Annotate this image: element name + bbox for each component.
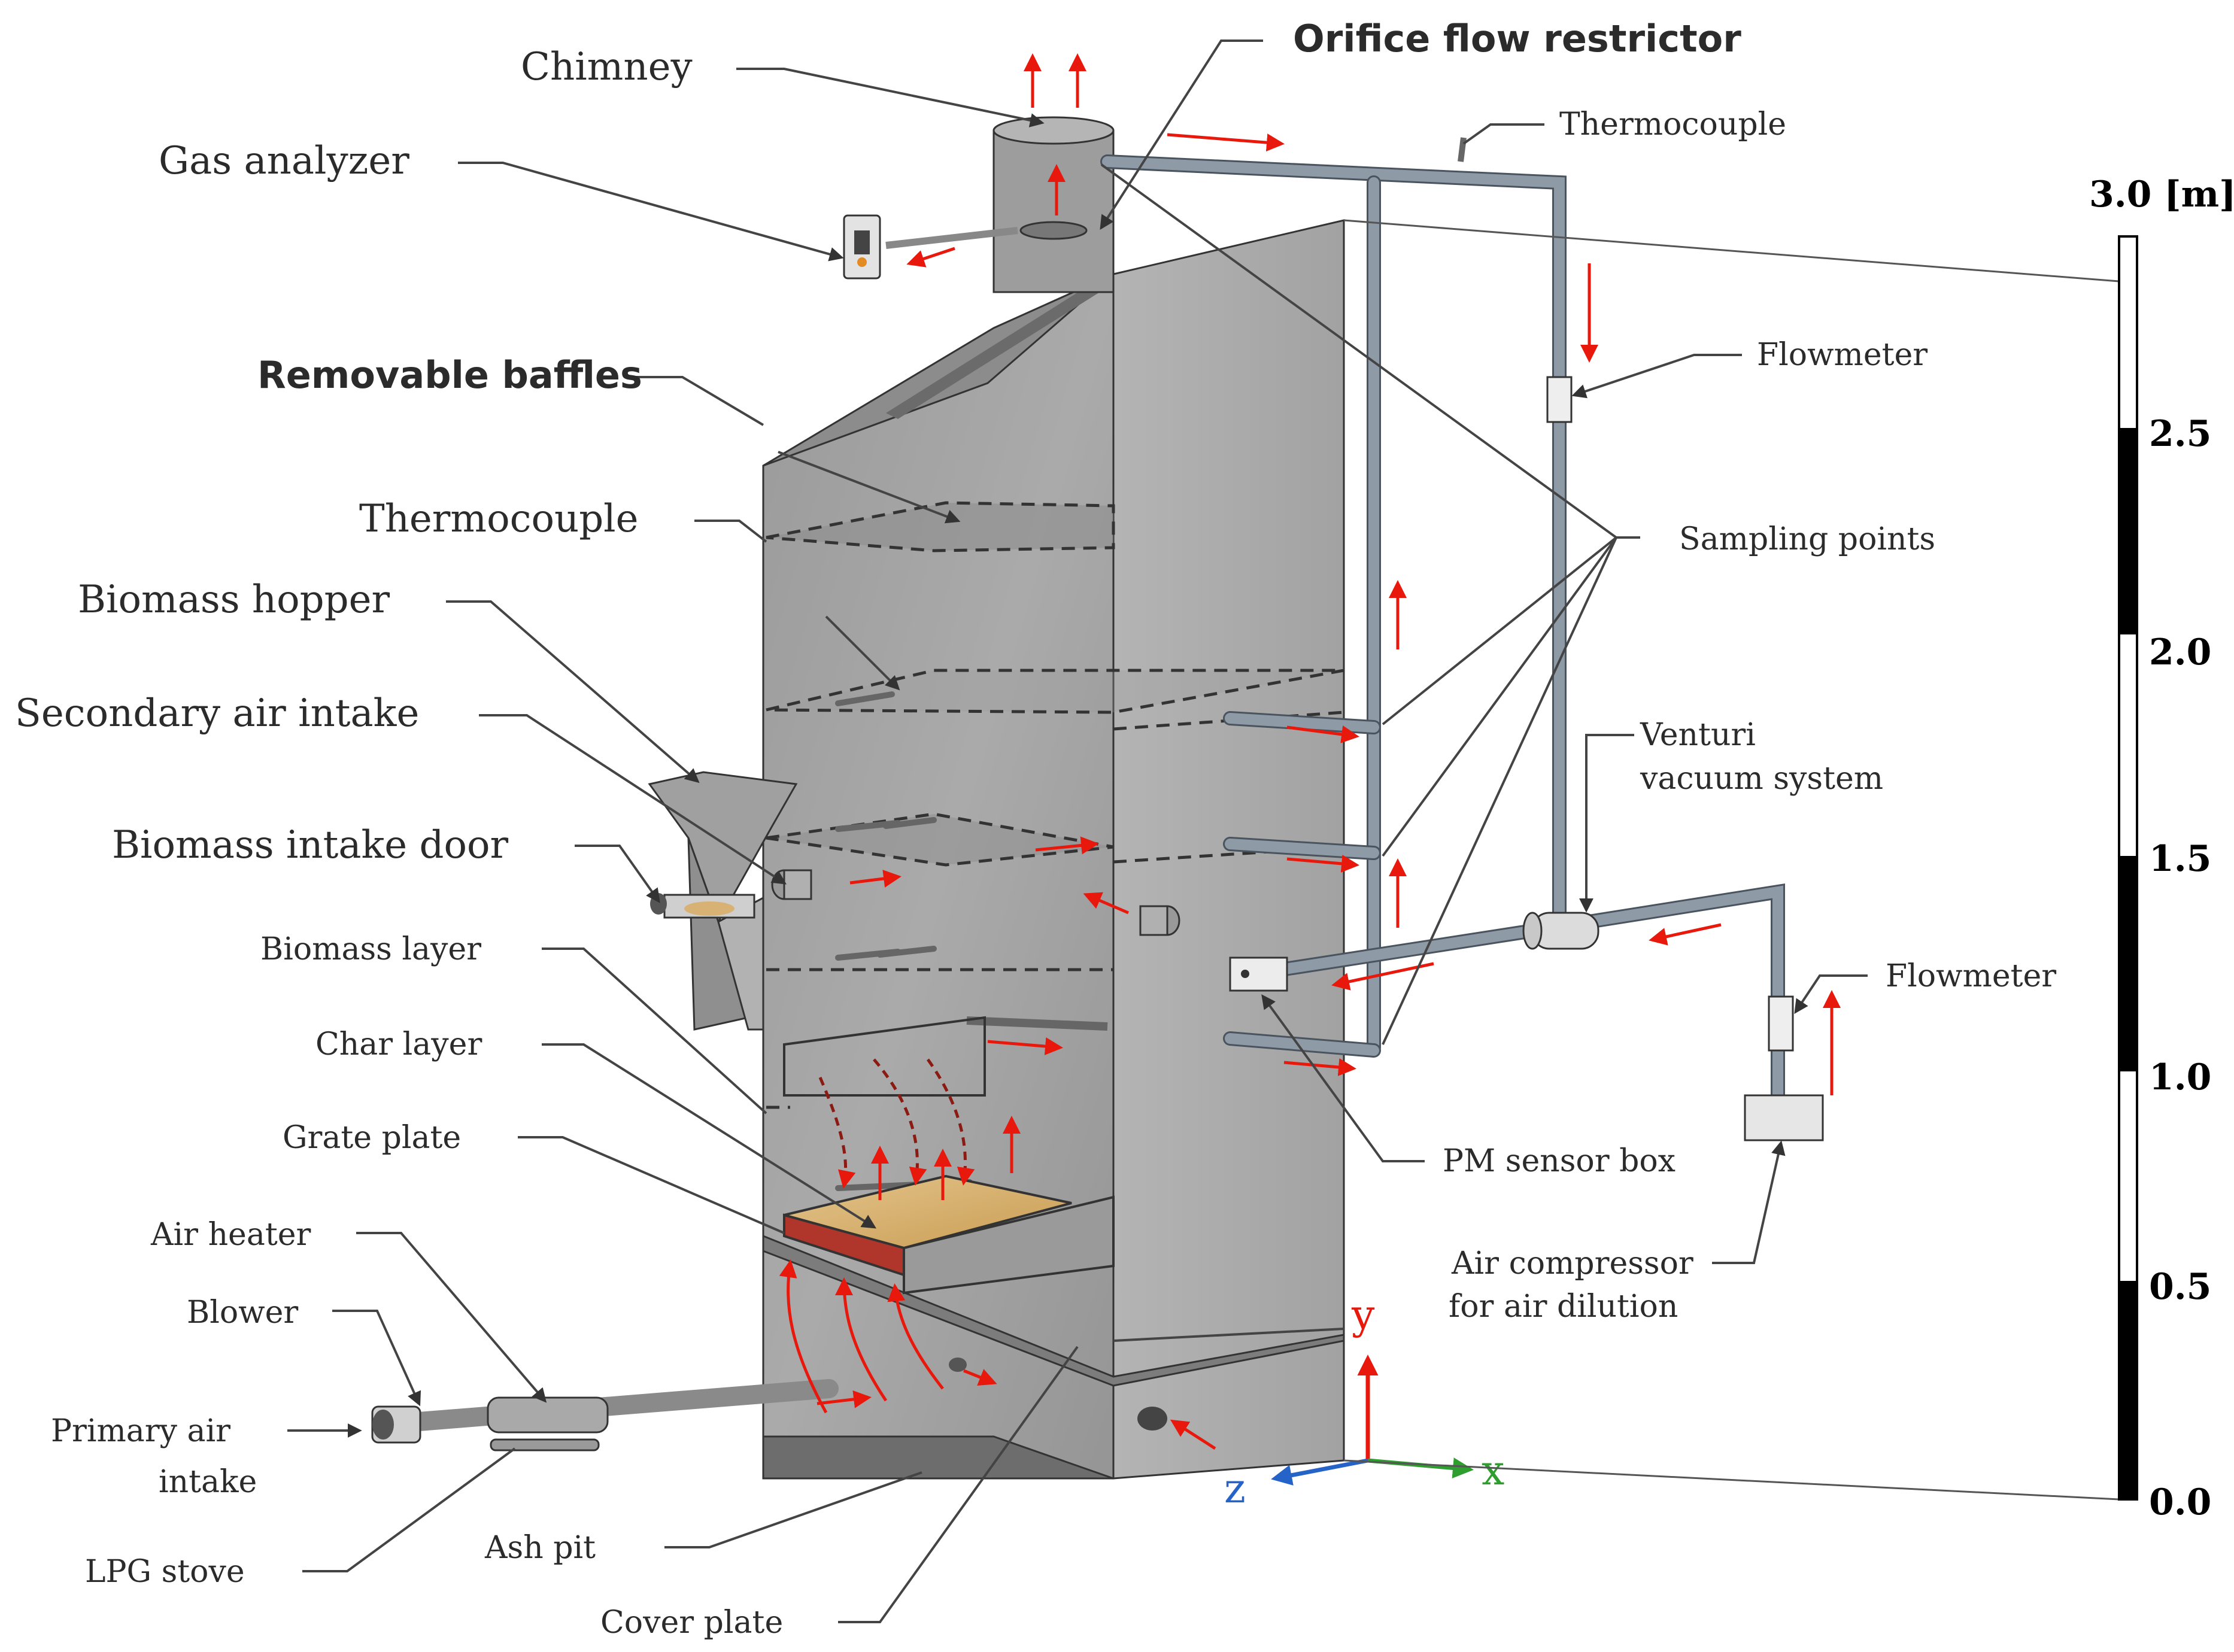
air-compressor xyxy=(1744,1094,1824,1141)
venturi xyxy=(1522,912,1599,950)
label-ash-pit: Ash pit xyxy=(484,1530,596,1566)
sampling-pipes xyxy=(1100,137,1785,1109)
flowmeter-right xyxy=(1768,995,1794,1052)
label-blower: Blower xyxy=(187,1295,298,1331)
label-chimney: Chimney xyxy=(521,45,693,89)
label-secondary-air: Secondary air intake xyxy=(15,691,419,736)
biomass-hopper xyxy=(648,771,798,1031)
label-biomass-door: Biomass intake door xyxy=(112,823,509,867)
height-scale: 3.0 [m] 2.5 2.0 1.5 1.0 0.5 0.0 xyxy=(1343,174,2234,1523)
side-port xyxy=(1137,1407,1167,1431)
label-sampling-points: Sampling points xyxy=(1679,521,1935,557)
scale-tick-2-0: 2.0 xyxy=(2149,631,2211,673)
flowmeter-top xyxy=(1546,376,1573,423)
label-air-comp-1: Air compressor xyxy=(1451,1246,1693,1281)
axis-y-label: y xyxy=(1351,1292,1375,1339)
primary-air-train xyxy=(371,1379,839,1451)
label-flowmeter-right: Flowmeter xyxy=(1886,958,2056,994)
top-slot xyxy=(886,281,1107,419)
label-biomass-layer: Biomass layer xyxy=(260,931,481,967)
ports xyxy=(771,869,1180,1031)
label-biomass-hopper: Biomass hopper xyxy=(78,578,390,622)
label-removable-baffles: Removable baffles xyxy=(257,353,642,397)
scale-tick-0-5: 0.5 xyxy=(2149,1266,2211,1308)
label-primary-air-2: intake xyxy=(159,1464,257,1500)
scale-tick-2-5: 2.5 xyxy=(2149,413,2211,455)
ash-pit-floor xyxy=(762,1435,1114,1480)
label-venturi-1: Venturi xyxy=(1640,717,1756,753)
label-thermocouple-left: Thermocouple xyxy=(359,497,639,541)
inlet-port xyxy=(949,1358,967,1372)
label-char-layer: Char layer xyxy=(315,1027,482,1062)
label-gas-analyzer: Gas analyzer xyxy=(159,139,409,183)
pm-sensor-box xyxy=(1229,956,1288,992)
label-air-heater: Air heater xyxy=(150,1217,311,1253)
scale-tick-1-0: 1.0 xyxy=(2149,1056,2211,1098)
labels: Chimney Orifice flow restrictor Thermoco… xyxy=(15,17,2056,1641)
label-grate-plate: Grate plate xyxy=(283,1120,461,1156)
leader-lines xyxy=(287,40,1868,1623)
label-orifice: Orifice flow restrictor xyxy=(1293,17,1741,60)
label-lpg: LPG stove xyxy=(85,1554,245,1590)
label-pm-sensor: PM sensor box xyxy=(1443,1143,1676,1179)
label-flowmeter-top: Flowmeter xyxy=(1757,337,1928,373)
label-thermocouple-top: Thermocouple xyxy=(1559,107,1786,142)
axis-x-label: x xyxy=(1482,1447,1504,1495)
scale-unit: 3.0 [m] xyxy=(2089,174,2234,215)
axis-z-label: z xyxy=(1224,1465,1246,1513)
chimney xyxy=(992,116,1115,293)
label-primary-air-1: Primary air xyxy=(51,1413,230,1449)
combustion-chamber xyxy=(783,1016,986,1097)
reactor-front-wall xyxy=(762,272,1115,1480)
label-cover-plate: Cover plate xyxy=(600,1605,783,1641)
scale-tick-1-5: 1.5 xyxy=(2149,838,2211,880)
label-air-comp-2: for air dilution xyxy=(1449,1289,1678,1325)
label-venturi-2: vacuum system xyxy=(1640,761,1883,797)
cover-plate xyxy=(762,1234,1345,1387)
scale-tick-0-0: 0.0 xyxy=(2149,1481,2211,1523)
fuel-bed xyxy=(783,1174,1115,1295)
gas-analyzer xyxy=(843,214,1018,280)
